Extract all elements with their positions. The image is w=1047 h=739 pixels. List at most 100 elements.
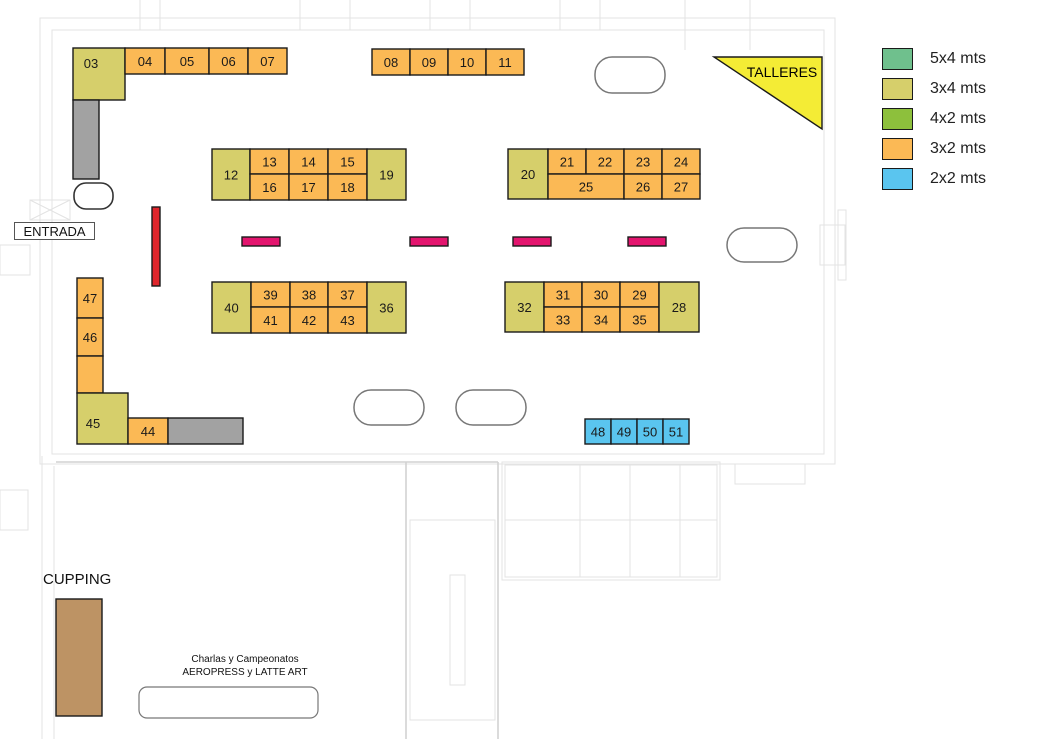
stand-18[interactable] xyxy=(327,173,368,201)
stand-20[interactable] xyxy=(507,148,549,200)
stand-number: 37 xyxy=(340,288,354,303)
stand-43[interactable] xyxy=(327,306,368,334)
stand-17[interactable] xyxy=(288,173,329,201)
stand-number: 15 xyxy=(340,155,354,170)
stand-unlabeled[interactable] xyxy=(76,355,104,394)
stand-50[interactable] xyxy=(636,418,664,445)
stand-51[interactable] xyxy=(662,418,690,445)
bench xyxy=(627,236,667,247)
stand-22[interactable] xyxy=(585,148,625,175)
bench xyxy=(241,236,281,247)
legend-swatch xyxy=(882,108,913,130)
building-outline xyxy=(0,0,847,739)
gray-block xyxy=(167,417,244,445)
stand-41[interactable] xyxy=(250,306,291,334)
stand-number: 18 xyxy=(340,180,354,195)
legend-swatch xyxy=(882,138,913,160)
workshops-area[interactable] xyxy=(711,56,823,131)
round-table xyxy=(455,389,527,426)
entrance-label: ENTRADA xyxy=(14,222,95,240)
stand-46[interactable] xyxy=(76,317,104,357)
stand-19[interactable] xyxy=(366,148,407,201)
stand-47[interactable] xyxy=(76,277,104,319)
stand-number: 43 xyxy=(340,313,354,328)
stand-number: 23 xyxy=(636,155,650,170)
stand-27[interactable] xyxy=(661,173,701,200)
stand-number: 24 xyxy=(674,155,688,170)
legend-swatch xyxy=(882,48,913,70)
stand-number: 25 xyxy=(579,180,593,195)
stand-03[interactable] xyxy=(72,47,126,101)
talks-label: Charlas y Campeonatos AEROPRESS y LATTE … xyxy=(150,653,340,679)
stand-number: 44 xyxy=(141,424,155,439)
stand-number: 19 xyxy=(379,168,393,183)
legend-label: 2x2 mts xyxy=(930,170,987,187)
legend-swatch xyxy=(882,168,913,190)
legend-item: 3x4 mts xyxy=(882,74,986,104)
stand-number: 35 xyxy=(632,313,646,328)
stand-34[interactable] xyxy=(581,306,621,333)
stand-05[interactable] xyxy=(164,47,210,75)
legend-swatch xyxy=(882,78,913,100)
stand-21[interactable] xyxy=(547,148,587,175)
stand-38[interactable] xyxy=(289,281,329,308)
talks-stage xyxy=(138,686,319,719)
stand-44[interactable] xyxy=(127,417,169,445)
stand-number: 10 xyxy=(460,55,474,70)
stand-29[interactable] xyxy=(619,281,660,308)
stand-24[interactable] xyxy=(661,148,701,175)
stand-07[interactable] xyxy=(247,47,288,75)
stand-04[interactable] xyxy=(124,47,166,75)
stand-number: 41 xyxy=(263,313,277,328)
bench xyxy=(409,236,449,247)
talks-line-2: AEROPRESS y LATTE ART xyxy=(182,667,308,678)
stand-number: 42 xyxy=(302,313,316,328)
legend-item: 3x2 mts xyxy=(882,134,986,164)
stand-28[interactable] xyxy=(658,281,700,333)
cupping-table[interactable] xyxy=(55,598,103,717)
stand-number: 46 xyxy=(83,330,97,345)
workshops-label: TALLERES xyxy=(747,64,818,80)
stand-number: 16 xyxy=(262,180,276,195)
stand-36[interactable] xyxy=(366,281,407,334)
stand-number: 40 xyxy=(224,301,238,316)
stand-number: 22 xyxy=(598,155,612,170)
stand-number: 34 xyxy=(594,313,608,328)
stand-number: 38 xyxy=(302,288,316,303)
stand-number: 17 xyxy=(301,180,315,195)
round-table xyxy=(353,389,425,426)
stand-number: 48 xyxy=(591,425,605,440)
stand-number: 36 xyxy=(379,301,393,316)
stand-number: 28 xyxy=(672,300,686,315)
stand-number: 47 xyxy=(83,291,97,306)
stand-number: 31 xyxy=(556,288,570,303)
stand-number: 07 xyxy=(260,54,274,69)
round-table xyxy=(73,182,114,210)
gray-block xyxy=(72,99,100,180)
legend-item: 2x2 mts xyxy=(882,164,986,194)
stand-number: 21 xyxy=(560,155,574,170)
stand-number: 11 xyxy=(498,55,512,70)
stand-number: 03 xyxy=(84,56,98,71)
stand-11[interactable] xyxy=(485,48,525,76)
stand-number: 33 xyxy=(556,313,570,328)
stand-number: 32 xyxy=(517,300,531,315)
stand-25[interactable] xyxy=(547,173,625,200)
cupping-label: CUPPING xyxy=(43,571,112,588)
stand-45[interactable] xyxy=(76,392,129,445)
stand-06[interactable] xyxy=(208,47,249,75)
stand-08[interactable] xyxy=(371,48,411,76)
bench xyxy=(512,236,552,247)
stand-12[interactable] xyxy=(211,148,251,201)
stand-number: 14 xyxy=(301,155,315,170)
stand-number: 05 xyxy=(180,54,194,69)
stand-number: 49 xyxy=(617,425,631,440)
legend-label: 3x4 mts xyxy=(930,80,987,97)
stand-number: 45 xyxy=(86,416,100,431)
stand-number: 08 xyxy=(384,55,398,70)
stand-number: 04 xyxy=(138,54,152,69)
stand-32[interactable] xyxy=(504,281,545,333)
legend-label: 3x2 mts xyxy=(930,140,987,157)
